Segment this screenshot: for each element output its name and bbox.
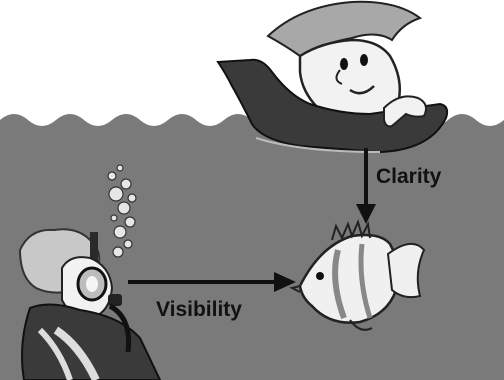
clarity-label: Clarity (376, 165, 442, 188)
visibility-label: Visibility (156, 298, 242, 321)
